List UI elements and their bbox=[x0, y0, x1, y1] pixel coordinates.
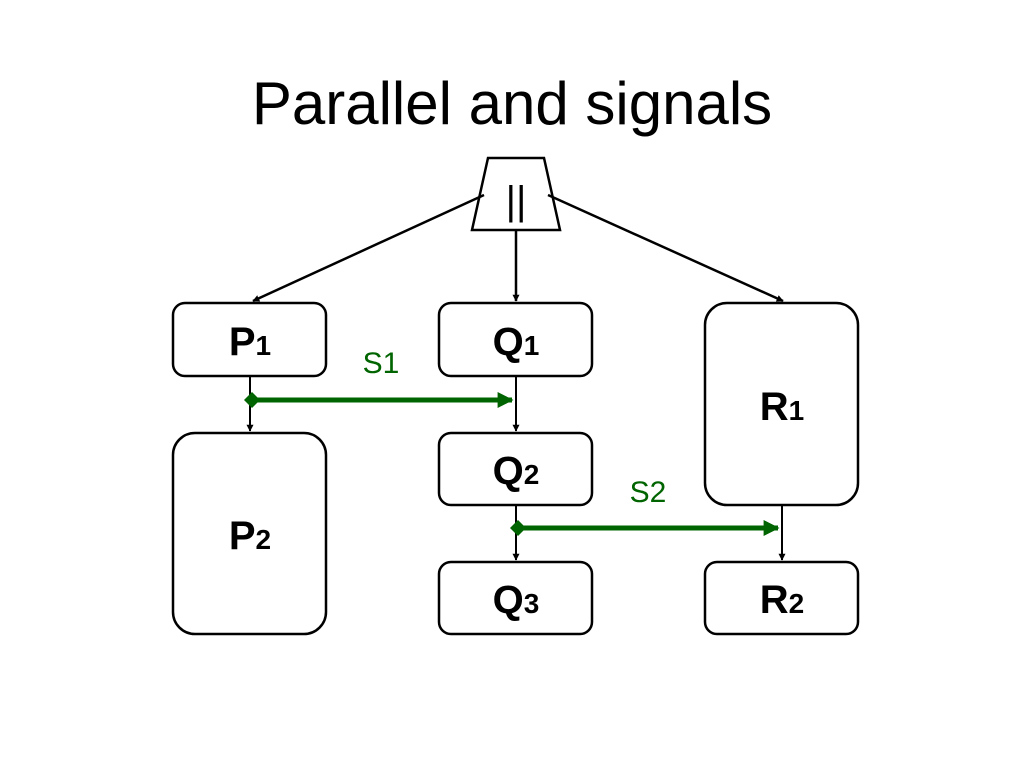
node-q2-name: Q bbox=[493, 449, 524, 493]
signal-s1-label: S1 bbox=[363, 347, 400, 380]
node-r1: R1 bbox=[703, 301, 860, 507]
parallel-operator: || bbox=[470, 156, 562, 232]
signal-s1: S1 bbox=[244, 347, 514, 408]
signal-s2-origin-diamond bbox=[510, 520, 526, 536]
node-q1-name: Q bbox=[493, 320, 524, 364]
signal-s2: S2 bbox=[510, 476, 780, 536]
node-p1-name: P bbox=[229, 320, 256, 364]
svg-text:P2: P2 bbox=[229, 514, 271, 558]
svg-text:R1: R1 bbox=[760, 385, 804, 429]
node-r2-index: 2 bbox=[789, 588, 805, 619]
svg-text:Q3: Q3 bbox=[493, 578, 540, 622]
node-p1: P1 bbox=[171, 301, 328, 378]
page-title: Parallel and signals bbox=[251, 70, 773, 137]
node-r2-name: R bbox=[760, 578, 789, 622]
operator-shape bbox=[470, 156, 562, 232]
node-q3-index: 3 bbox=[524, 588, 540, 619]
node-r1-name: R bbox=[760, 385, 789, 429]
node-p2: P2 bbox=[171, 431, 328, 636]
svg-text:Q2: Q2 bbox=[493, 449, 540, 493]
operator-symbol: || bbox=[506, 179, 527, 223]
node-r1-index: 1 bbox=[789, 395, 805, 426]
node-q2-index: 2 bbox=[524, 459, 540, 490]
node-p1-index: 1 bbox=[256, 330, 272, 361]
svg-text:Q1: Q1 bbox=[493, 320, 540, 364]
signal-s2-label: S2 bbox=[630, 476, 667, 509]
node-p2-name: P bbox=[229, 514, 256, 558]
svg-text:P1: P1 bbox=[229, 320, 271, 364]
node-q2: Q2 bbox=[437, 431, 594, 507]
node-q3-name: Q bbox=[493, 578, 524, 622]
node-r2: R2 bbox=[703, 560, 860, 636]
node-q3: Q3 bbox=[437, 560, 594, 636]
fork-edge-p1 bbox=[252, 193, 485, 303]
svg-text:R2: R2 bbox=[760, 578, 804, 622]
signal-s1-origin-diamond bbox=[244, 392, 260, 408]
fork-edge-r1 bbox=[547, 193, 784, 303]
node-p2-index: 2 bbox=[256, 524, 272, 555]
node-q1-index: 1 bbox=[524, 330, 540, 361]
node-q1: Q1 bbox=[437, 301, 594, 378]
